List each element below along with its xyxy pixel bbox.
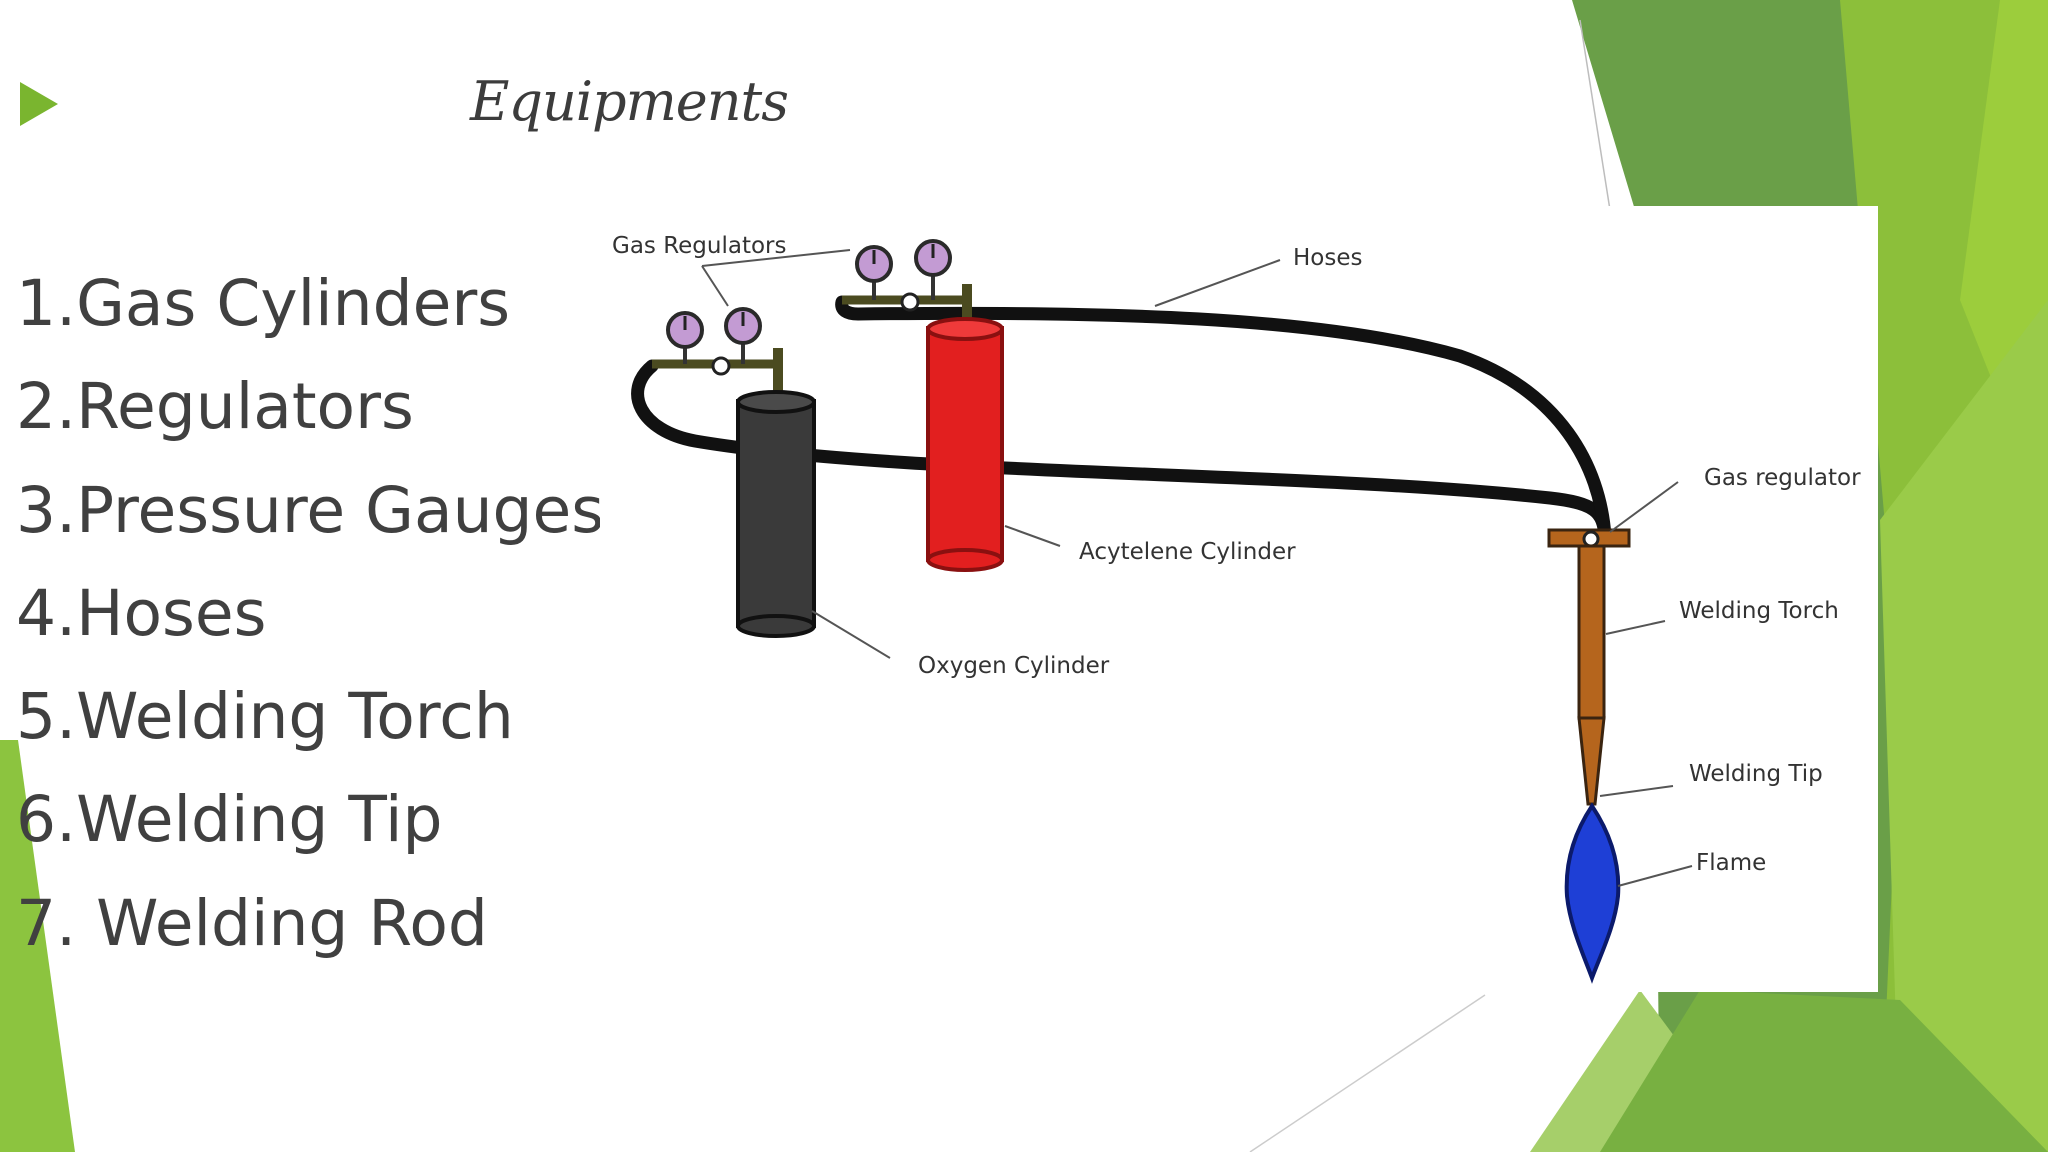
label-welding-torch: Welding Torch xyxy=(1679,598,1839,624)
label-flame: Flame xyxy=(1696,850,1766,876)
equipment-list: 1.Gas Cylinders 2.Regulators 3.Pressure … xyxy=(16,252,604,975)
list-item: 4.Hoses xyxy=(16,576,267,650)
welding-equipment-diagram: Gas Regulators Hoses Gas regulator Acyte… xyxy=(600,206,1878,992)
label-welding-tip: Welding Tip xyxy=(1689,761,1823,787)
leader-lines xyxy=(701,249,1693,887)
facet-line xyxy=(1249,994,1486,1152)
welding-torch-icon xyxy=(1547,528,1631,806)
oxygen-cylinder-icon xyxy=(736,390,816,638)
flame-icon xyxy=(1564,802,1621,984)
list-item: 1.Gas Cylinders xyxy=(16,267,511,340)
oxygen-regulator xyxy=(652,307,783,410)
oxygen-hose xyxy=(631,359,1612,543)
label-oxygen-cylinder: Oxygen Cylinder xyxy=(918,653,1110,679)
facet-bottom-green xyxy=(1600,990,2048,1152)
label-gas-regulators: Gas Regulators xyxy=(612,233,787,259)
list-item: 5.Welding Torch xyxy=(16,680,514,754)
list-item: 3.Pressure Gauges xyxy=(16,473,605,547)
label-acetylene-cylinder: Acytelene Cylinder xyxy=(1079,539,1296,565)
slide-title: Equipments xyxy=(470,70,789,133)
acetylene-hose xyxy=(835,295,1612,543)
acetylene-regulator xyxy=(842,239,972,334)
facet-line xyxy=(1579,19,1611,211)
welding-tip-icon xyxy=(1577,716,1606,806)
facet-light-green xyxy=(1880,300,2048,1152)
label-gas-regulator: Gas regulator xyxy=(1704,465,1861,491)
bullet-marker-icon xyxy=(20,82,58,126)
acetylene-cylinder-icon xyxy=(926,317,1004,572)
list-item: 7. Welding Rod xyxy=(16,886,488,960)
list-item: 6.Welding Tip xyxy=(16,783,443,857)
label-hoses: Hoses xyxy=(1293,245,1362,271)
facet-left-green xyxy=(0,740,75,1152)
list-item: 2.Regulators xyxy=(16,370,414,444)
